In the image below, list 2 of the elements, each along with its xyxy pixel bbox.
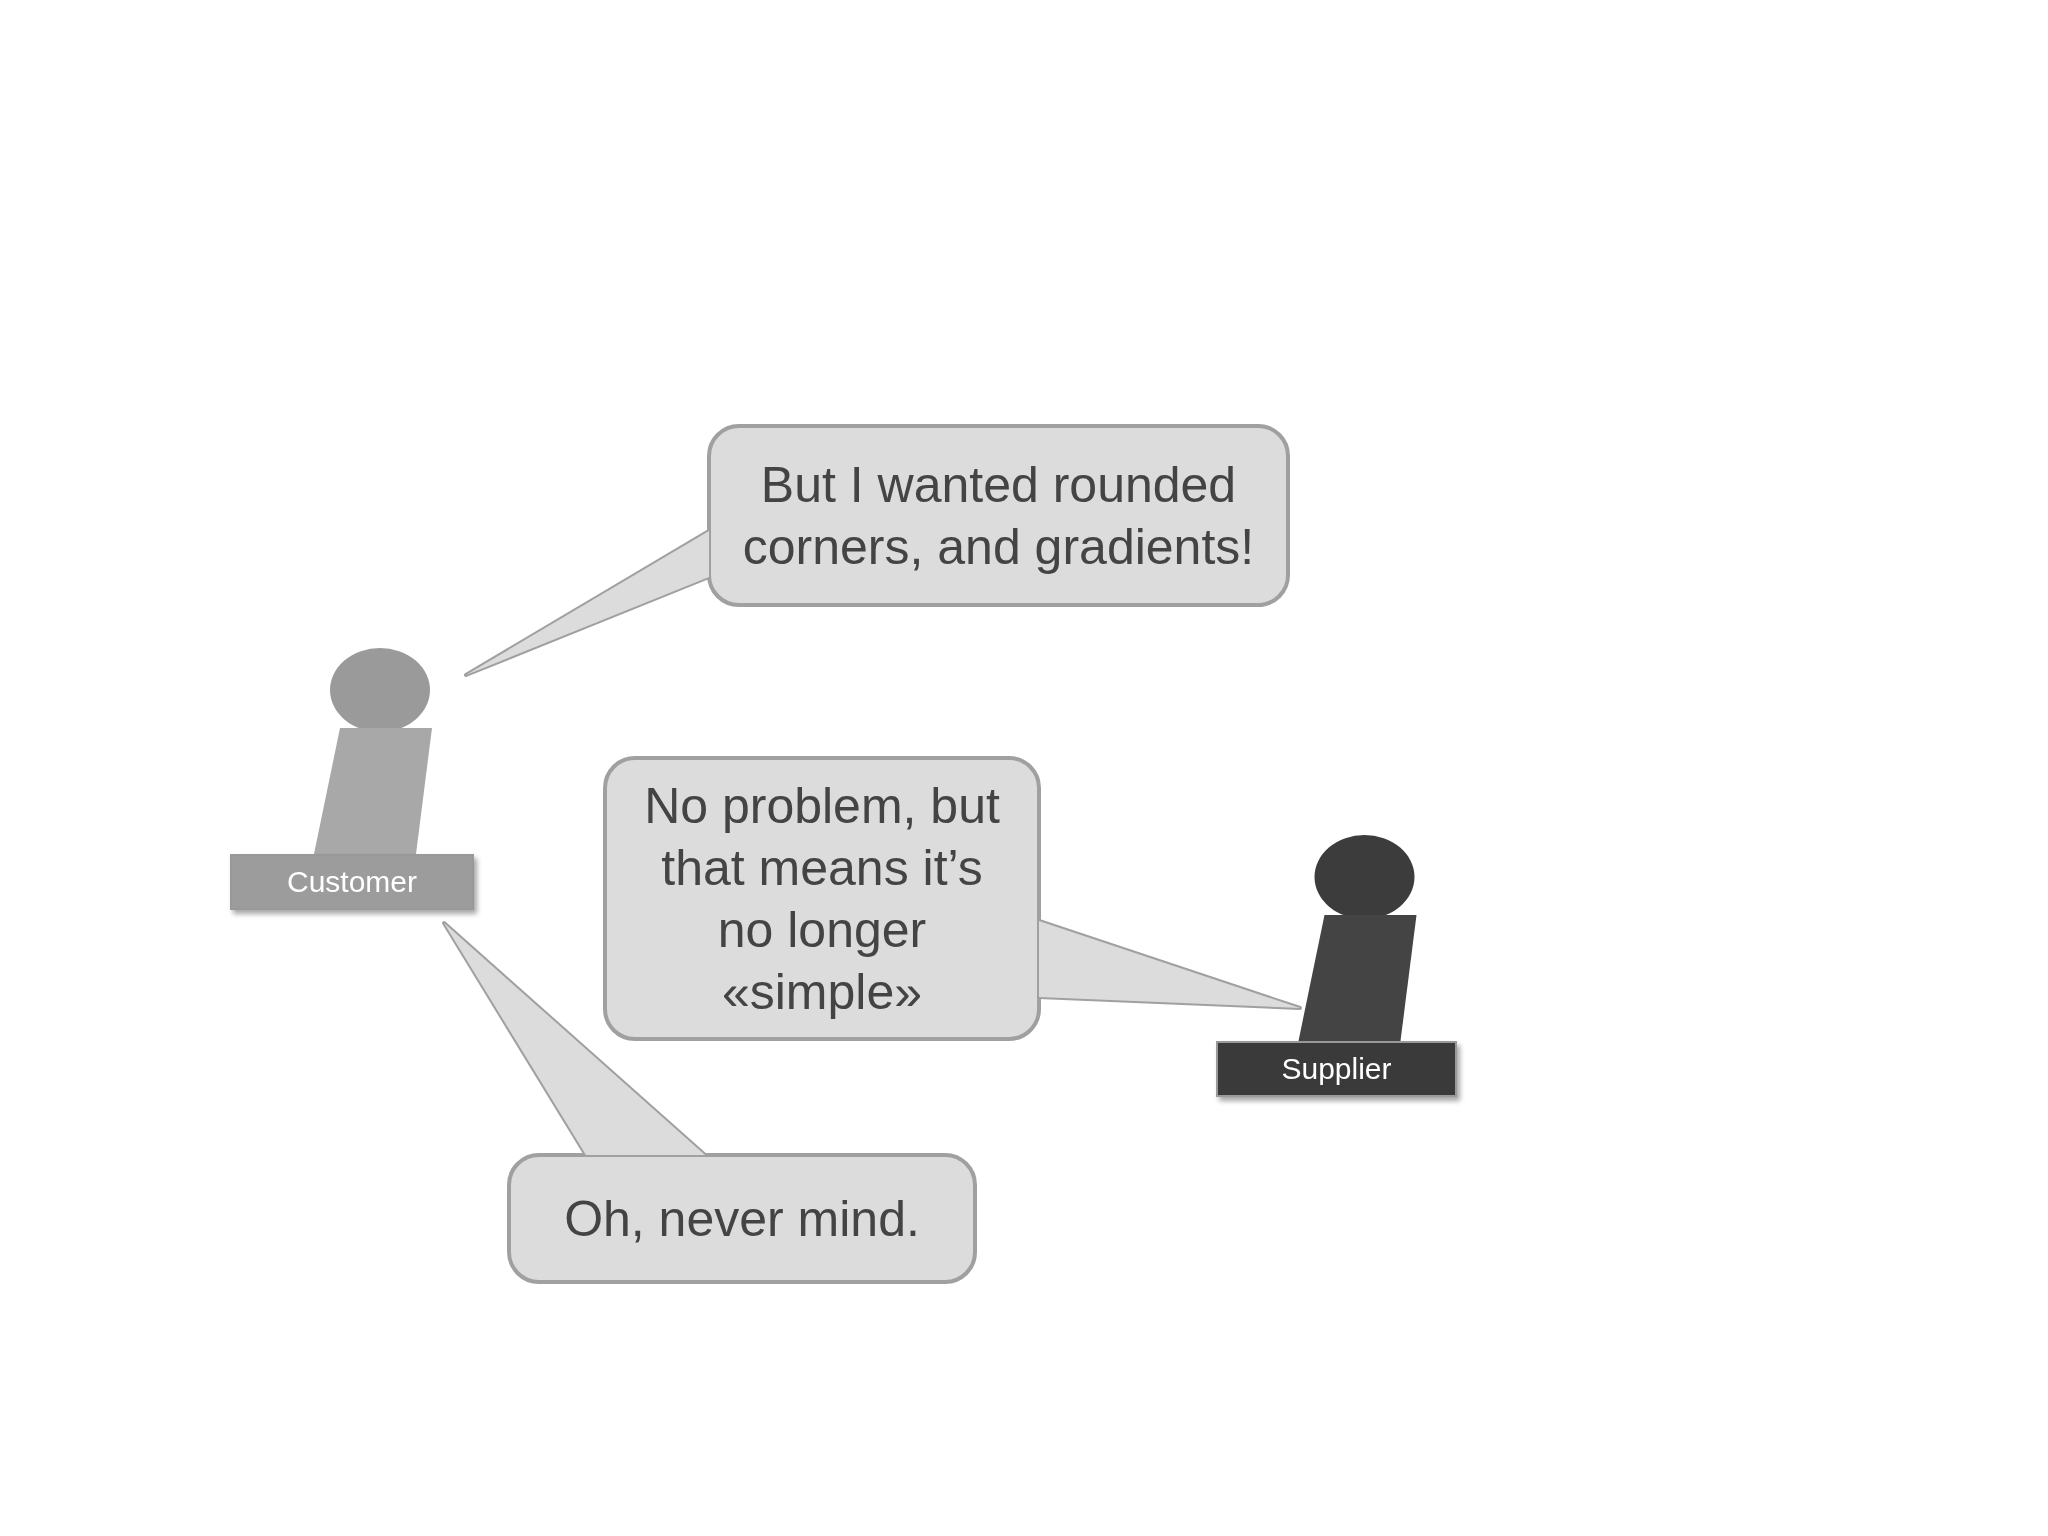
name-plate: Customer (230, 854, 474, 910)
name-plate: Supplier (1216, 1041, 1457, 1097)
